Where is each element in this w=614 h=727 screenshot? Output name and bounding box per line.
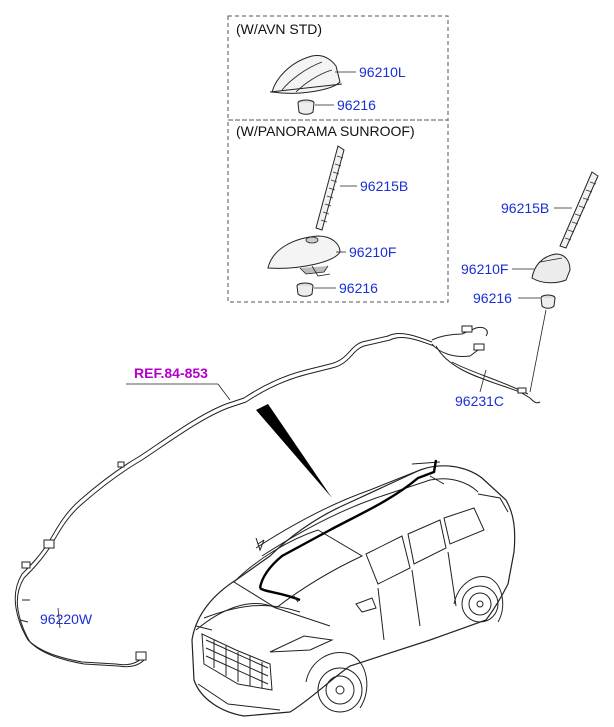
grommet-96216-c: [540, 294, 556, 309]
part-label-96210F-b[interactable]: 96210F: [461, 261, 508, 277]
part-label-96231C[interactable]: 96231C: [455, 393, 504, 409]
avn-std-title: (W/AVN STD): [236, 21, 322, 37]
shark-fin-antenna-96210L: [269, 55, 343, 94]
part-label-96216-b[interactable]: 96216: [339, 280, 378, 296]
part-label-96210F-a[interactable]: 96210F: [349, 244, 396, 260]
grommet-96216-b: [296, 282, 314, 297]
suv-vehicle-illustration: [191, 461, 516, 717]
part-label-96210L[interactable]: 96210L: [359, 64, 406, 80]
part-label-96216-c[interactable]: 96216: [473, 290, 512, 306]
location-pointer: [256, 404, 332, 498]
antenna-base-96210F-a: [267, 235, 341, 277]
feeder-harness-96231C: [431, 325, 541, 404]
antenna-base-96210F-b: [531, 253, 571, 284]
panorama-sunroof-title: (W/PANORAMA SUNROOF): [236, 123, 415, 139]
vehicle-roof-harness-detail: [255, 475, 445, 603]
panorama-sunroof-box: (W/PANORAMA SUNROOF) 96215B 96210F 96216: [227, 119, 449, 303]
grommet-96216-a: [297, 99, 315, 115]
rod-antenna-96215B-a: [315, 145, 345, 231]
main-cable-96220W: [14, 333, 435, 668]
reference-label[interactable]: REF.84-853: [134, 365, 208, 381]
avn-std-box: (W/AVN STD) 96210L 96216: [227, 15, 449, 121]
part-label-96220W[interactable]: 96220W: [40, 611, 93, 627]
part-label-96215B-a[interactable]: 96215B: [360, 178, 408, 194]
part-label-96215B-b[interactable]: 96215B: [501, 200, 549, 216]
part-label-96216-a[interactable]: 96216: [337, 97, 376, 113]
rod-antenna-96215B-b: [559, 171, 599, 249]
